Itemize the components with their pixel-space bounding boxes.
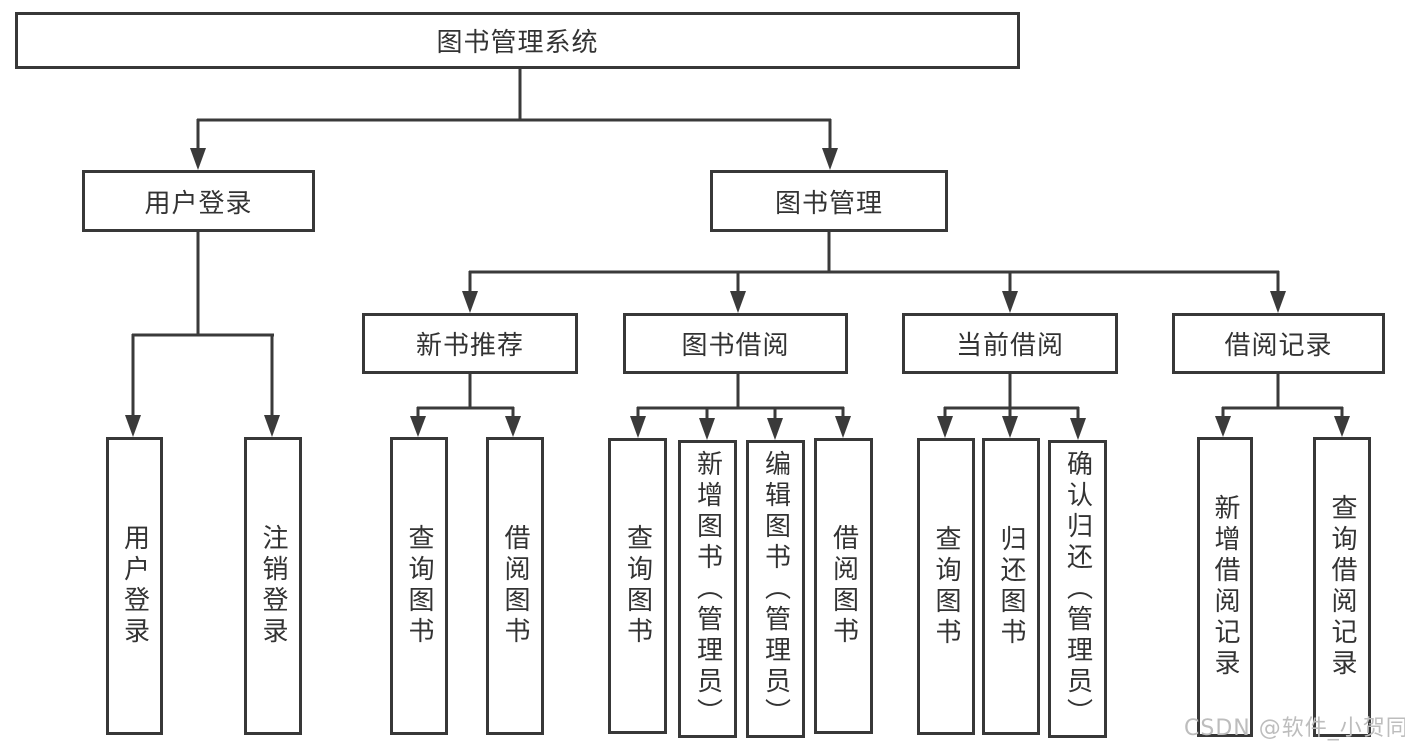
node-book-management-label: 图书管理 bbox=[774, 188, 883, 219]
leaf-add-book-admin: 新增图书（管理员） bbox=[678, 440, 737, 738]
leaf-query-borrow-record-label: 查询借阅记录 bbox=[1327, 494, 1357, 680]
connector-borrowrecord-to-leaves bbox=[1215, 373, 1350, 437]
leaf-borrow-books-newbook: 借阅图书 bbox=[486, 437, 544, 735]
node-borrowing-records: 借阅记录 bbox=[1172, 313, 1385, 374]
leaf-query-books-newbook: 查询图书 bbox=[390, 437, 448, 735]
csdn-watermark: CSDN @软件_小贺同学 bbox=[1184, 716, 1405, 741]
leaf-borrow-books-newbook-label: 借阅图书 bbox=[500, 524, 530, 648]
leaf-query-books-borrowing-label: 查询图书 bbox=[622, 524, 653, 648]
leaf-query-books-current-label: 查询图书 bbox=[931, 524, 961, 649]
node-current-borrowing: 当前借阅 bbox=[902, 313, 1118, 374]
leaf-edit-book-admin: 编辑图书（管理员） bbox=[746, 440, 805, 738]
leaf-confirm-return-admin: 确认归还（管理员） bbox=[1048, 440, 1107, 738]
node-new-book-recommendation-label: 新书推荐 bbox=[415, 331, 524, 361]
leaf-add-book-admin-label: 新增图书（管理员） bbox=[692, 449, 723, 729]
node-book-borrowing-label: 图书借阅 bbox=[681, 331, 790, 361]
leaf-query-books-borrowing: 查询图书 bbox=[608, 438, 667, 734]
node-user-login: 用户登录 bbox=[82, 170, 315, 232]
connector-userlogin-to-leaves bbox=[125, 230, 280, 437]
leaf-edit-book-admin-label: 编辑图书（管理员） bbox=[760, 449, 791, 729]
node-current-borrowing-label: 当前借阅 bbox=[955, 331, 1064, 361]
node-book-borrowing: 图书借阅 bbox=[623, 313, 848, 374]
leaf-logout: 注销登录 bbox=[244, 437, 302, 735]
leaf-borrow-books-borrowing: 借阅图书 bbox=[814, 438, 873, 734]
leaf-query-borrow-record: 查询借阅记录 bbox=[1313, 437, 1371, 737]
node-borrowing-records-label: 借阅记录 bbox=[1224, 331, 1333, 361]
leaf-borrow-books-borrowing-label: 借阅图书 bbox=[828, 524, 859, 648]
node-library-management-system-label: 图书管理系统 bbox=[436, 28, 599, 58]
node-book-management: 图书管理 bbox=[710, 170, 948, 232]
node-user-login-label: 用户登录 bbox=[144, 188, 253, 219]
leaf-add-borrow-record: 新增借阅记录 bbox=[1197, 437, 1253, 737]
node-library-management-system: 图书管理系统 bbox=[15, 12, 1020, 69]
connector-bookborrow-to-leaves bbox=[630, 373, 851, 440]
leaf-confirm-return-admin-label: 确认归还（管理员） bbox=[1062, 449, 1093, 729]
leaf-return-book: 归还图书 bbox=[982, 438, 1040, 735]
leaf-add-borrow-record-label: 新增借阅记录 bbox=[1210, 494, 1240, 680]
leaf-user-login: 用户登录 bbox=[106, 437, 163, 735]
node-new-book-recommendation: 新书推荐 bbox=[362, 313, 578, 374]
connector-currentborrow-to-leaves bbox=[937, 373, 1086, 440]
connector-newbook-to-leaves bbox=[410, 373, 521, 437]
leaf-return-book-label: 归还图书 bbox=[996, 524, 1026, 649]
leaf-query-books-current: 查询图书 bbox=[917, 438, 975, 735]
leaf-query-books-newbook-label: 查询图书 bbox=[404, 524, 434, 648]
connector-bookmgmt-to-level3 bbox=[462, 230, 1286, 313]
leaf-logout-label: 注销登录 bbox=[258, 524, 288, 648]
connector-root-to-level2 bbox=[190, 68, 838, 170]
leaf-user-login-label: 用户登录 bbox=[119, 524, 150, 648]
